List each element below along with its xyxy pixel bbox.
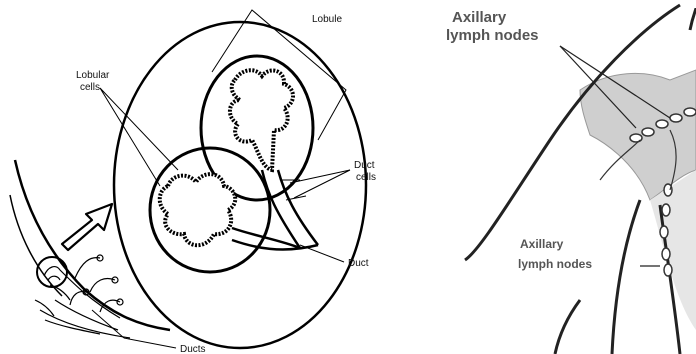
label-lobular-cells-line1: Lobular [76,70,110,81]
breast-lobule-diagram: Lobule Lobular cells Duct cells Duct Duc… [0,0,440,354]
magnified-view-circle [114,22,366,348]
lymph-diagram-svg: Axillary lymph nodes Axillary lymph node… [440,0,696,354]
label-axillary-top-line1: Axillary [452,9,507,26]
breast-outline [15,160,170,330]
magnify-arrow [62,204,112,250]
label-axillary-mid-line1: Axillary [520,237,564,251]
label-duct-cells-line1: Duct [354,160,375,171]
lower-duct-branch [232,228,318,249]
chest-wall-line [10,195,62,296]
label-duct-cells-line2: cells [356,172,376,183]
label-axillary-top-line2: lymph nodes [446,27,539,44]
label-axillary-mid-line2: lymph nodes [518,257,592,271]
label-duct: Duct [348,258,369,269]
label-lobular-cells-line2: cells [80,82,100,93]
skin-line [40,310,130,338]
label-ducts: Ducts [180,344,206,354]
lower-lobule-cells [160,174,236,245]
breast-ducts-drawing [35,255,123,334]
label-lobule: Lobule [312,14,342,25]
axillary-lymph-node-diagram: Axillary lymph nodes Axillary lymph node… [440,0,696,354]
lobule-diagram-svg: Lobule Lobular cells Duct cells Duct Duc… [0,0,440,354]
